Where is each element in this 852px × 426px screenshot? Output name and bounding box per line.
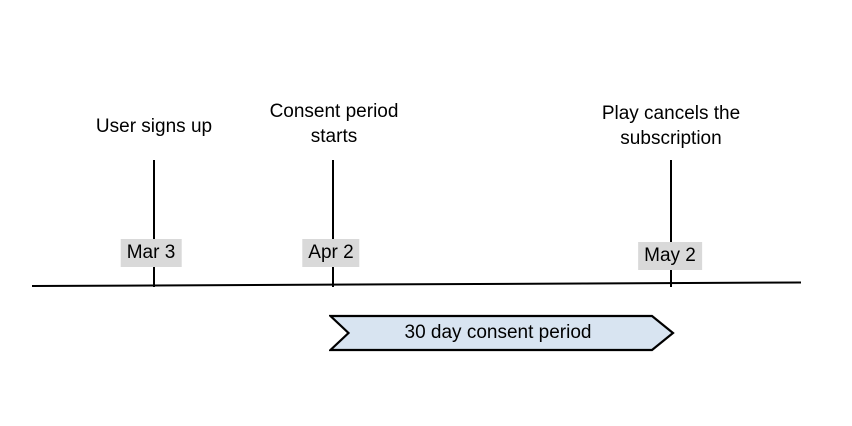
timeline-axis-line — [31, 281, 801, 287]
event-label-user-signs-up: User signs up — [95, 116, 213, 137]
event-date-badge-mar3: Mar 3 — [120, 239, 182, 267]
event-tick-may2 — [670, 160, 672, 287]
banner-label: 30 day consent period — [404, 321, 592, 343]
event-tick-apr2 — [332, 160, 334, 287]
consent-period-banner: 30 day consent period — [329, 314, 675, 352]
banner-arrow-graphic — [329, 314, 675, 352]
event-label-consent-period-starts: Consent period starts — [269, 101, 399, 147]
event-tick-mar3 — [153, 160, 155, 287]
event-date-badge-apr2: Apr 2 — [302, 239, 360, 267]
event-label-play-cancels-subscription: Play cancels the subscription — [601, 103, 741, 149]
banner-arrow-shape — [329, 314, 675, 352]
event-date-badge-may2: May 2 — [638, 242, 702, 270]
